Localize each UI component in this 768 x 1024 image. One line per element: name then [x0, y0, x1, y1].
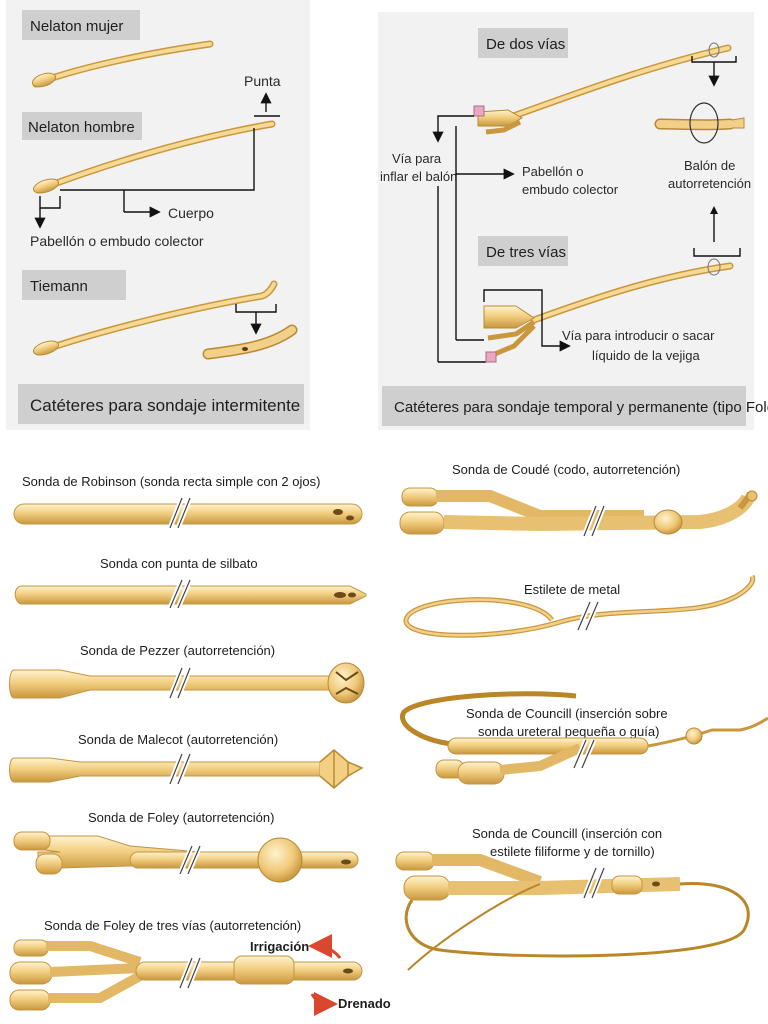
bottom-left-catheters: Sonda de Robinson (sonda recta simple co…	[9, 474, 391, 1016]
label-cuerpo: Cuerpo	[168, 205, 214, 221]
label-via-inflar-1: Vía para	[392, 151, 442, 166]
label-pabellon-right-1: Pabellón o	[522, 164, 583, 179]
label-councill2-2: estilete filiforme y de tornillo)	[490, 844, 655, 859]
label-nelaton-mujer: Nelaton mujer	[30, 18, 123, 35]
label-nelaton-hombre: Nelaton hombre	[28, 119, 135, 136]
label-councill1-2: sonda ureteral pequeña o guía)	[478, 724, 659, 739]
caption-foley: Catéteres para sondaje temporal y perman…	[394, 399, 768, 416]
label-tres-vias: De tres vías	[486, 244, 566, 261]
label-councill2-1: Sonda de Councill (inserción con	[472, 826, 662, 841]
pezzer-catheter	[9, 662, 365, 704]
caption-intermittent: Catéteres para sondaje intermitente	[30, 396, 300, 415]
label-coude: Sonda de Coudé (codo, autorretención)	[452, 462, 680, 477]
label-councill1-1: Sonda de Councill (inserción sobre	[466, 706, 668, 721]
estilete-metal	[403, 574, 756, 638]
label-robinson: Sonda de Robinson (sonda recta simple co…	[22, 474, 320, 489]
label-pabellon-left: Pabellón o embudo colector	[30, 233, 204, 249]
foley-catheters-panel: De dos vías Vía para inflar el balón Pab…	[378, 12, 768, 430]
label-via-vejiga-1: Vía para introducir o sacar	[562, 328, 715, 343]
label-tiemann: Tiemann	[30, 278, 88, 295]
label-estilete: Estilete de metal	[524, 582, 620, 597]
label-via-vejiga-2: líquido de la vejiga	[592, 348, 700, 363]
councill2-catheter	[395, 851, 750, 971]
foley-catheter	[13, 831, 359, 883]
label-balon-2: autorretención	[668, 176, 751, 191]
robinson-catheter	[13, 497, 363, 529]
foley3-catheter	[9, 939, 363, 1011]
label-dos-vias: De dos vías	[486, 36, 565, 53]
bottom-right-catheters: Sonda de Coudé (codo, autorretención) Es…	[395, 462, 768, 971]
label-via-inflar-2: inflar el balón	[380, 169, 457, 184]
silbato-catheter	[14, 579, 367, 609]
intermittent-catheters-panel: Nelaton mujer Nelaton hombre Punta Cuerp…	[6, 0, 310, 430]
label-pabellon-right-2: embudo colector	[522, 182, 619, 197]
councill1-catheter	[400, 691, 768, 785]
malecot-catheter	[9, 749, 364, 789]
label-foley3: Sonda de Foley de tres vías (autorretenc…	[44, 918, 301, 933]
label-pezzer: Sonda de Pezzer (autorretención)	[80, 643, 275, 658]
label-foley: Sonda de Foley (autorretención)	[88, 810, 274, 825]
label-punta: Punta	[244, 73, 281, 89]
label-irrigacion: Irrigación	[250, 939, 309, 954]
coude-catheter	[399, 487, 758, 537]
label-balon-1: Balón de	[684, 158, 735, 173]
label-malecot: Sonda de Malecot (autorretención)	[78, 732, 278, 747]
label-silbato: Sonda con punta de silbato	[100, 556, 258, 571]
label-drenado: Drenado	[338, 996, 391, 1011]
